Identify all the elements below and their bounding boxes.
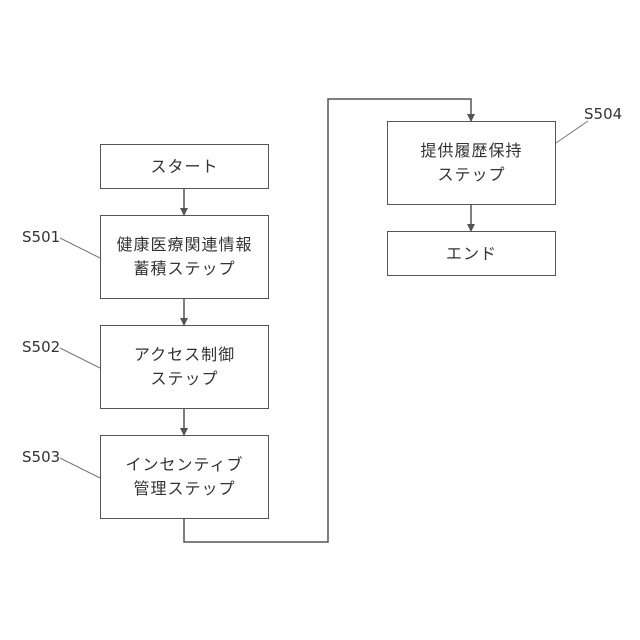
label-s501: S501: [22, 228, 60, 246]
label-s503: S503: [22, 448, 60, 466]
leader-s504: [556, 121, 588, 143]
node-end: エンド: [387, 231, 556, 276]
leader-s503: [60, 458, 100, 478]
node-s502: アクセス制御 ステップ: [100, 325, 269, 409]
node-s504: 提供履歴保持 ステップ: [387, 121, 556, 205]
node-s501: 健康医療関連情報 蓄積ステップ: [100, 215, 269, 299]
label-s502: S502: [22, 338, 60, 356]
node-start: スタート: [100, 144, 269, 189]
label-s504: S504: [584, 105, 622, 123]
leader-s501: [60, 238, 100, 258]
node-s503: インセンティブ 管理ステップ: [100, 435, 269, 519]
leader-s502: [60, 348, 100, 368]
